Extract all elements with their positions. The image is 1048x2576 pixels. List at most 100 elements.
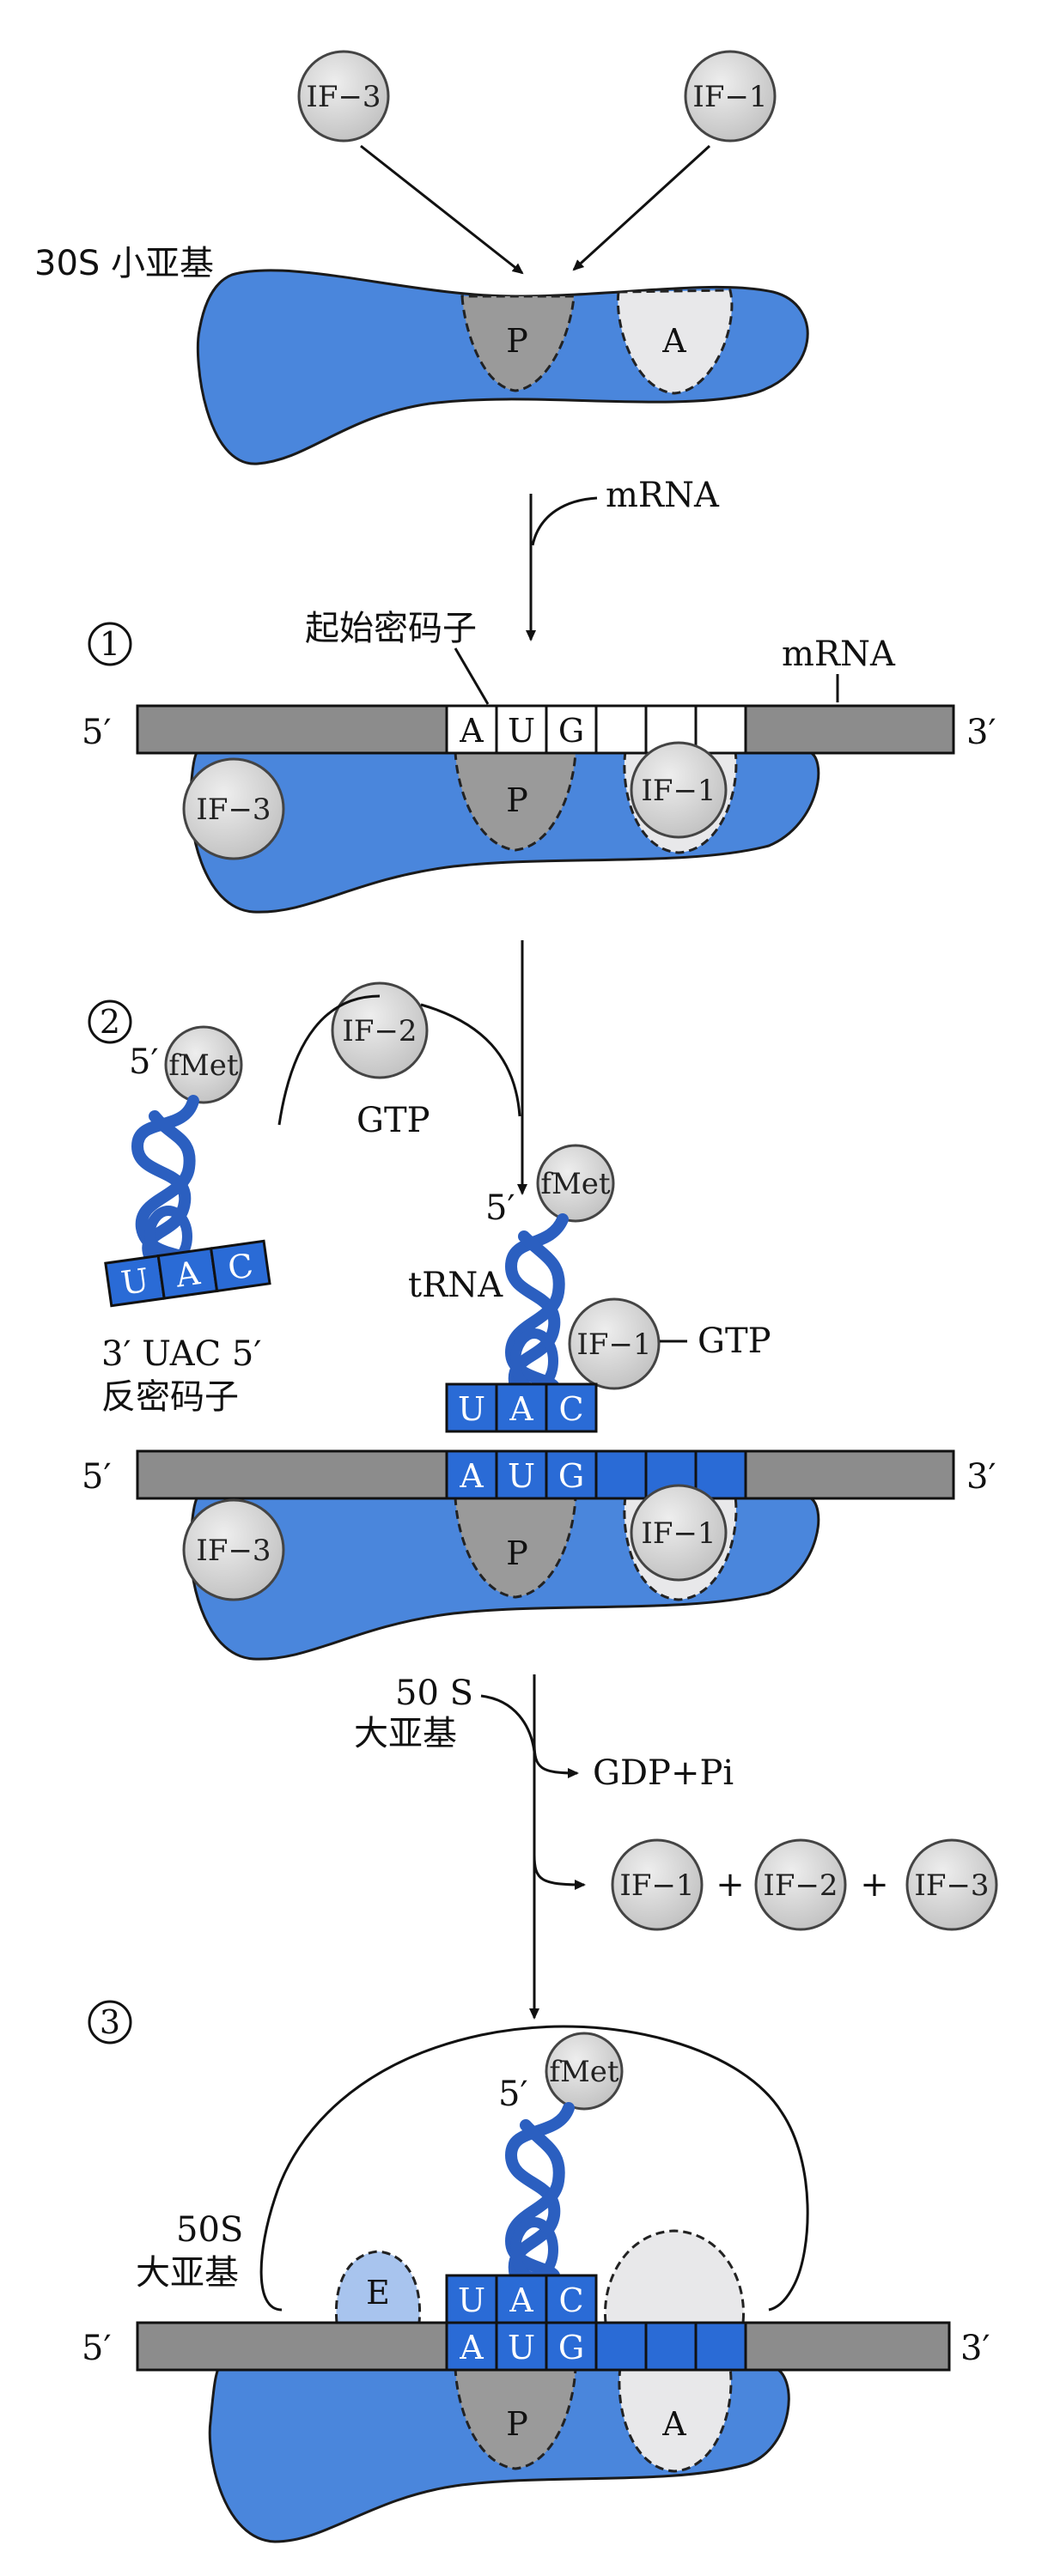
if3-label: IF−3 bbox=[196, 1534, 271, 1568]
fmet-label: fMet bbox=[168, 1048, 239, 1083]
p-site-label: P bbox=[506, 322, 528, 360]
codon-base: G bbox=[558, 712, 584, 750]
anticodon-base: C bbox=[225, 1247, 255, 1288]
gdp-label: GDP+Pi bbox=[593, 1753, 734, 1793]
arrow-down-icon bbox=[360, 144, 524, 275]
bound-trna-five-prime: 5′ bbox=[485, 1188, 515, 1228]
codon-base: A bbox=[459, 2329, 484, 2366]
arrow-mrna: mRNA bbox=[526, 476, 720, 641]
codon-box bbox=[594, 704, 648, 755]
if3-ball bbox=[182, 757, 285, 860]
codon-box bbox=[694, 704, 747, 755]
step-1-digit: 1 bbox=[100, 625, 120, 663]
p-site bbox=[454, 750, 577, 852]
codon-box bbox=[694, 2321, 747, 2372]
step-2: 2 5′ fMet U A C 3′ UAC 5′ 反密码子 IF−2 GTP … bbox=[82, 940, 996, 1661]
anticodon-label: 3′ UAC 5′ bbox=[101, 1334, 261, 1374]
large-subunit-cn: 大亚基 bbox=[136, 2253, 239, 2293]
arrow-50s: 50 S 大亚基 GDP+Pi IF−1 + IF−2 + IF−3 bbox=[354, 1674, 998, 2020]
three-prime-label: 3′ bbox=[966, 713, 996, 752]
codon-box bbox=[545, 704, 598, 755]
if1-gtp-label: GTP bbox=[698, 1321, 771, 1361]
released-if2-label: IF−2 bbox=[763, 1868, 838, 1903]
if2-ball bbox=[331, 981, 429, 1079]
released-if3-label: IF−3 bbox=[914, 1868, 989, 1903]
curved-arrow-icon bbox=[277, 994, 381, 1126]
step-2-digit: 2 bbox=[100, 1003, 120, 1041]
a-site-top bbox=[603, 2229, 746, 2324]
step-1-number bbox=[88, 622, 132, 666]
mrna-join-label: mRNA bbox=[606, 476, 720, 515]
fmet-ball bbox=[164, 1025, 243, 1104]
fmet-ball bbox=[545, 2032, 624, 2111]
three-prime-label: 3′ bbox=[966, 1457, 996, 1497]
five-prime-label: 5′ bbox=[82, 2329, 112, 2368]
codon-base: U bbox=[508, 712, 535, 750]
small-subunit-label: 30S 小亚基 bbox=[34, 244, 214, 283]
p-site-label: P bbox=[506, 2405, 528, 2443]
trna-strand bbox=[504, 1230, 565, 1393]
large-subunit-cn: 大亚基 bbox=[354, 1714, 457, 1753]
codon-box bbox=[445, 704, 498, 755]
curved-arrow-icon bbox=[420, 1003, 521, 1117]
if3-ball bbox=[182, 1498, 285, 1601]
step-3: 3 50S 大亚基 E 5′ fMet U A C P A A bbox=[82, 2000, 990, 2543]
codon-box bbox=[495, 1449, 548, 1500]
codon-base: G bbox=[558, 1457, 584, 1495]
step-2-number bbox=[88, 999, 132, 1044]
large-subunit-label: 50 S bbox=[395, 1674, 473, 1713]
anticodon-base: U bbox=[458, 2281, 485, 2319]
released-if1-ball bbox=[611, 1838, 704, 1931]
codon-base: U bbox=[508, 2329, 535, 2366]
trna-strand bbox=[504, 2119, 565, 2281]
p-site bbox=[460, 295, 576, 392]
stage-30s: IF−3 IF−1 30S 小亚基 P A bbox=[34, 50, 809, 465]
curved-arrow-icon bbox=[533, 1854, 586, 1890]
if1-ball bbox=[568, 1297, 661, 1390]
plus-sign: + bbox=[860, 1865, 889, 1905]
a-site bbox=[618, 2366, 733, 2473]
anticodon-base: U bbox=[119, 1261, 151, 1303]
if1-label: IF−1 bbox=[641, 774, 716, 808]
if3-label: IF−3 bbox=[196, 793, 271, 827]
arrow-down-icon bbox=[572, 144, 711, 271]
anticodon-base: A bbox=[509, 2281, 533, 2319]
if1-ball bbox=[630, 741, 728, 839]
codon-box bbox=[445, 1449, 498, 1500]
fmet-label: fMet bbox=[540, 1167, 611, 1201]
pointer-line bbox=[454, 647, 490, 705]
five-prime-label: 5′ bbox=[82, 713, 112, 752]
codon-box bbox=[445, 2321, 498, 2372]
e-site-label: E bbox=[366, 2274, 390, 2312]
trna-five-prime: 5′ bbox=[129, 1042, 159, 1082]
if1-label: IF−1 bbox=[576, 1327, 651, 1362]
codon-base: A bbox=[459, 1457, 484, 1495]
mrna-label: mRNA bbox=[782, 635, 896, 674]
large-subunit-outline bbox=[259, 2025, 809, 2312]
p-site bbox=[454, 2366, 577, 2470]
released-if3-ball bbox=[905, 1838, 998, 1931]
trna-label: tRNA bbox=[408, 1266, 503, 1305]
curved-arrow-icon bbox=[480, 1694, 536, 1753]
anticodon-base: A bbox=[173, 1254, 203, 1295]
anticodon-base: C bbox=[558, 2281, 583, 2319]
anticodon-base: U bbox=[458, 1390, 485, 1428]
trna-strand bbox=[135, 1110, 196, 1264]
codon-base: A bbox=[459, 712, 484, 750]
three-prime-label: 3′ bbox=[960, 2329, 990, 2368]
anticodon-box bbox=[495, 1382, 548, 1433]
codon-base: U bbox=[508, 1457, 535, 1495]
step-1: 1 起始密码子 mRNA P A U G 5′ 3′ IF−3 IF−1 bbox=[82, 609, 996, 914]
if1-ball bbox=[684, 50, 777, 143]
if2-label: IF−2 bbox=[342, 1014, 417, 1048]
step-3-digit: 3 bbox=[100, 2003, 120, 2041]
released-if2-ball bbox=[754, 1838, 847, 1931]
anticodon-box bbox=[545, 2274, 598, 2324]
if3-ball bbox=[297, 50, 390, 143]
large-subunit-label: 50S bbox=[176, 2210, 243, 2250]
curved-arrow-icon bbox=[531, 496, 598, 546]
fmet-ball bbox=[536, 1144, 615, 1223]
if1-label: IF−1 bbox=[692, 80, 767, 114]
if1-label: IF−1 bbox=[641, 1516, 716, 1551]
